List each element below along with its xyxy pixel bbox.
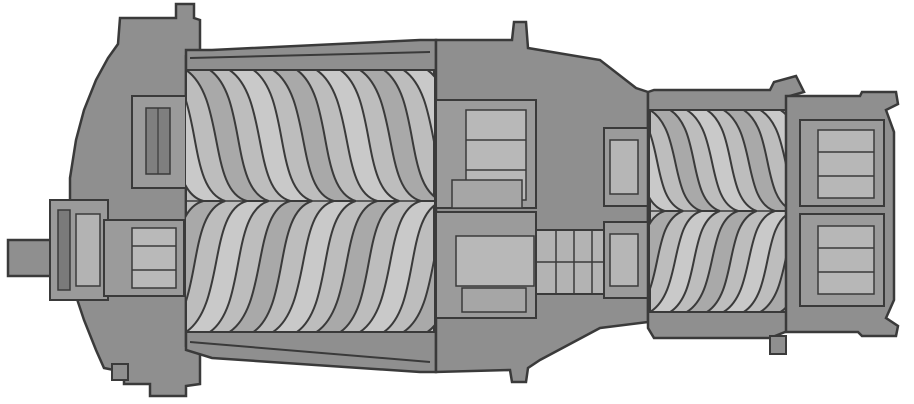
outlet-boss [769,335,787,355]
stage1-rotor-upper-lobe [401,70,434,147]
end-taper-bearing-lower [817,225,875,295]
input-shaft [6,238,56,278]
stage2-rotor-upper-lobe [758,110,786,170]
drain-plug [111,363,129,381]
thrust-bearing-lower [461,287,527,313]
thrust-bearing-upper [451,179,523,209]
stage2-screw-rotors [650,110,786,312]
stage1-screw-rotors [186,70,434,332]
right-end-cover [769,90,900,355]
casing-top-rim [189,51,431,59]
roller-bearing-left-lower [131,227,177,289]
end-taper-bearing-upper [817,129,875,199]
seal-sleeve [75,213,101,287]
casing-bottom-rim [189,341,431,363]
seal-ring [57,209,71,291]
intermediate-housing [434,20,650,384]
stage1-rotor-lower-lobe [401,255,434,332]
stage1-rotor-upper-lobe [358,70,434,202]
stage1-rotor-lower-lobe [358,200,434,332]
taper-bearing-lower [455,235,535,287]
stage2-rotor-lower-lobe [758,252,786,312]
